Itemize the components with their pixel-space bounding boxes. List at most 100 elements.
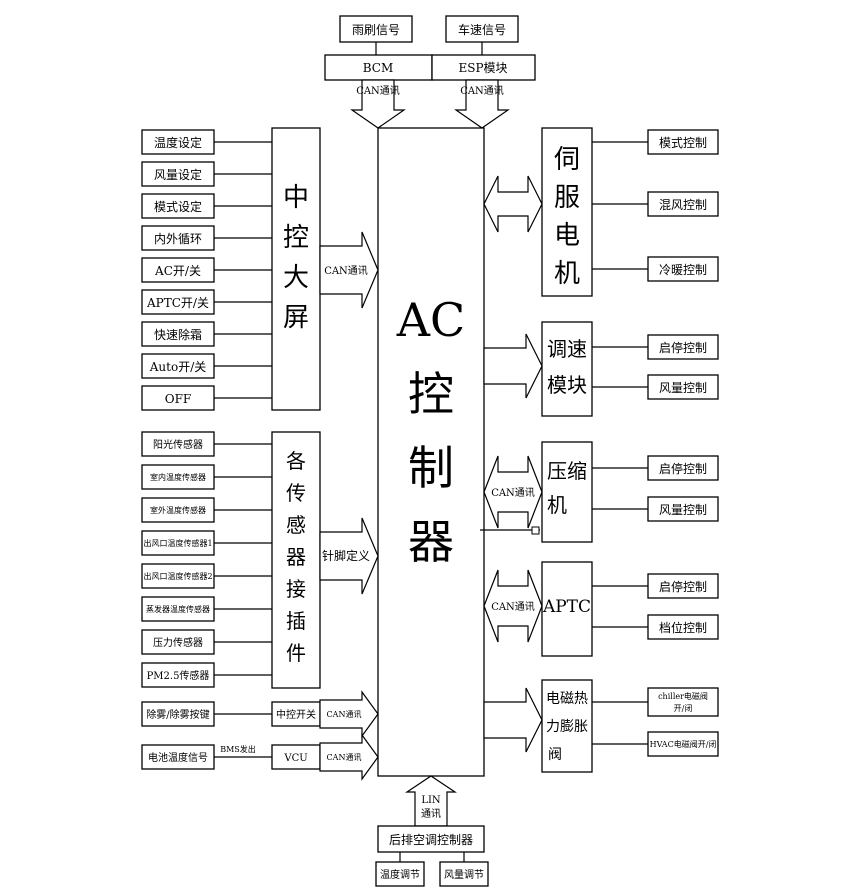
compressor-output-box [647, 496, 719, 522]
servo-motor-box [541, 127, 593, 297]
screen-input-label: APTC开/关 [146, 296, 209, 310]
bms-out-label: BMS发出 [220, 744, 256, 754]
sensor-label: 室内温度传感器 [150, 472, 206, 482]
sensor-label: 蒸发器温度传感器 [146, 604, 210, 614]
screen-input-box [141, 161, 215, 187]
sensor-connector-char-0: 各 [286, 449, 306, 473]
valve-title-line-1: 力膨胀 [546, 718, 588, 735]
bcm-can-label: CAN通讯 [356, 85, 400, 97]
speed-output-label: 风量控制 [659, 381, 707, 395]
screen-input-label: 模式设定 [154, 199, 202, 214]
screen-input-box [141, 193, 215, 219]
lin-comm-line-0: LIN [421, 795, 441, 806]
defog-button-label: 除雾/除雾按键 [146, 708, 209, 721]
speed-module-box [541, 321, 593, 417]
aptc-can-label: CAN通讯 [491, 601, 535, 613]
rear-controller-label: 后排空调控制器 [389, 833, 473, 847]
aptc-output-box [647, 573, 719, 599]
sensor-box [141, 497, 215, 523]
speed-output-box [647, 334, 719, 360]
sensor-label: 出风口温度传感器2 [143, 571, 212, 581]
compressor-output-label: 风量控制 [659, 503, 707, 517]
sensor-label: 室外温度传感器 [150, 505, 206, 515]
screen-input-label: Auto开/关 [149, 360, 207, 374]
compressor-title: 压缩 机 [547, 459, 587, 517]
sensor-box [141, 530, 215, 556]
center-switch-label: 中控开关 [276, 708, 316, 721]
vcu-box [271, 744, 321, 770]
screen-input-box [141, 353, 215, 379]
sensor-connector-char-1: 传 [286, 481, 306, 505]
sensor-connector-char-6: 件 [286, 641, 306, 665]
temp-adjust-label: 温度调节 [380, 868, 420, 881]
control-screen-inputs: 温度设定 风量设定 模式设定 内外循环 AC开/关 APTC开/关 快速除霜 A… [141, 129, 272, 411]
screen-input-label: 温度设定 [154, 135, 202, 150]
esp-box [431, 54, 536, 81]
valve-output-line-1: 开/闭 [674, 704, 693, 713]
rear-controller-box [377, 825, 485, 853]
temp-adjust-box [375, 861, 425, 887]
sensor-box [141, 464, 215, 490]
esp-can-label: CAN通讯 [460, 85, 504, 97]
sensor-inputs: 阳光传感器 室内温度传感器 室外温度传感器 出风口温度传感器1 出风口温度传感器… [141, 431, 272, 688]
control-screen-char-3: 屏 [283, 303, 309, 333]
fan-adjust-label: 风量调节 [444, 869, 484, 881]
sensor-label: PM2.5传感器 [147, 669, 210, 682]
servo-output-box [647, 191, 719, 217]
speed-title-line-0: 调速 [547, 337, 587, 361]
ac-controller-char-0: AC [396, 293, 465, 347]
aptc-output-label: 档位控制 [659, 620, 707, 635]
screen-input-label: OFF [165, 392, 192, 406]
fan-adjust-box [439, 861, 489, 887]
compressor-title-line-1: 机 [547, 493, 567, 517]
sensor-connector-char-4: 接 [286, 577, 306, 601]
control-screen-box [271, 127, 321, 411]
valve-title: 电磁热 力膨胀 阀 [546, 691, 588, 763]
screen-input-label: 快速除霜 [154, 327, 202, 342]
valve-box [541, 679, 593, 773]
servo-bidir-arrow [483, 175, 543, 233]
sensor-connector-char-2: 感 [286, 513, 306, 537]
sensor-box [141, 563, 215, 589]
vcu-to-ac-arrow [319, 733, 379, 781]
screen-input-label: AC开/关 [154, 264, 201, 278]
compressor-can-label: CAN通讯 [491, 487, 535, 499]
ac-controller-char-1: 控 [408, 367, 454, 421]
lin-comm-line-1: 通讯 [421, 808, 441, 820]
valve-output-box [647, 687, 719, 717]
sensor-label: 阳光传感器 [153, 438, 203, 451]
rain-signal-label: 雨刷信号 [352, 23, 400, 37]
speed-signal-label: 车速信号 [458, 22, 506, 37]
control-screen-char-0: 中 [283, 183, 309, 213]
control-screen-char-1: 控 [283, 223, 309, 253]
servo-motor-title: 伺 服 电 机 [554, 145, 580, 289]
valve-output-label: HVAC电磁阀开/闭 [650, 739, 717, 749]
sensor-connector-box [271, 431, 321, 689]
center-switch-box [271, 701, 321, 727]
compressor-title-line-0: 压缩 [547, 459, 587, 483]
aptc-output-label: 启停控制 [659, 579, 707, 594]
switch-to-ac-arrow [319, 690, 379, 738]
screen-input-label: 内外循环 [154, 232, 202, 246]
sensor-box [141, 662, 215, 688]
control-screen-title: 中 控 大 屏 [283, 183, 309, 333]
ac-controller-char-2: 制 [408, 441, 454, 495]
servo-output-label: 冷暖控制 [659, 263, 707, 277]
valve-title-line-0: 电磁热 [546, 691, 588, 707]
lin-comm-label: LIN 通讯 [421, 795, 441, 820]
sensor-connector-title: 各 传 感 器 接 插 件 [286, 449, 306, 665]
speed-module-title: 调速 模块 [547, 337, 587, 397]
vcu-can-label: CAN通讯 [327, 752, 362, 762]
screen-input-label: 风量设定 [154, 167, 202, 182]
battery-temp-label: 电池温度信号 [148, 751, 208, 764]
screen-input-box [141, 225, 215, 251]
compressor-box [541, 441, 593, 543]
speed-output-box [647, 374, 719, 400]
valve-output-line-0: chiller电磁阀 [658, 691, 708, 701]
servo-output-label: 混风控制 [659, 198, 707, 212]
ac-controller-char-3: 器 [408, 515, 454, 569]
esp-label: ESP模块 [458, 61, 507, 75]
speed-title-line-1: 模块 [547, 373, 587, 397]
bcm-box [324, 54, 433, 81]
